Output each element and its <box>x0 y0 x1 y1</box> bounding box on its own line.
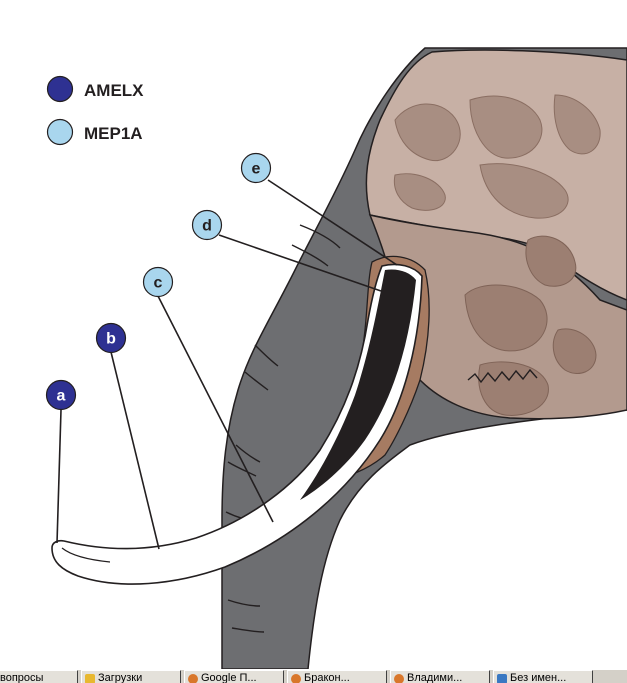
legend: AMELX MEP1A <box>46 75 144 146</box>
marker-a: a <box>45 379 77 411</box>
marker-c-circle <box>142 266 174 298</box>
taskbar-button-vladimir[interactable]: Владими... <box>390 670 490 683</box>
elephant-tusk-diagram: a b c d e AMELX MEP1A <box>45 47 627 669</box>
marker-d-circle <box>191 209 223 241</box>
leader-lines <box>56 179 398 550</box>
marker-a-label: a <box>57 388 66 405</box>
skull-sinus-details <box>393 94 601 219</box>
taskbar-button-questions[interactable]: вопросы <box>0 670 78 683</box>
jaw-bone-details <box>464 235 597 416</box>
marker-b-label: b <box>106 331 116 348</box>
legend-swatch-mep1a <box>46 118 74 146</box>
taskbar-button-label: Google П... <box>201 672 257 683</box>
marker-e: e <box>240 152 272 184</box>
browser-icon <box>291 674 301 683</box>
marker-c: c <box>142 266 174 298</box>
taskbar-button-brakon[interactable]: Бракон... <box>287 670 387 683</box>
browser-icon <box>188 674 198 683</box>
taskbar: вопросы Загрузки Google П... Бракон... В… <box>0 669 627 683</box>
browser-icon <box>394 674 404 683</box>
legend-swatch-amelx <box>46 75 74 103</box>
legend-label-mep1a: MEP1A <box>84 124 143 143</box>
taskbar-button-label: вопросы <box>0 672 44 683</box>
marker-e-label: e <box>252 161 261 178</box>
tusk-pulp-cavity <box>300 269 416 500</box>
legend-item-amelx: AMELX <box>46 75 144 103</box>
legend-item-mep1a: MEP1A <box>46 118 143 146</box>
folder-icon <box>85 674 95 683</box>
taskbar-button-label: Загрузки <box>98 672 143 683</box>
marker-a-circle <box>45 379 77 411</box>
tusk-tip-inner-line <box>61 547 111 563</box>
document-icon <box>497 674 507 683</box>
marker-d-label: d <box>202 218 212 235</box>
marker-b-circle <box>95 322 127 354</box>
marker-c-label: c <box>154 275 163 292</box>
taskbar-button-label: Без имен... <box>510 672 567 683</box>
marker-b: b <box>95 322 127 354</box>
taskbar-button-untitled[interactable]: Без имен... <box>493 670 593 683</box>
jaw-joint <box>467 368 538 384</box>
legend-label-amelx: AMELX <box>84 81 144 100</box>
marker-e-circle <box>240 152 272 184</box>
taskbar-button-google[interactable]: Google П... <box>184 670 284 683</box>
taskbar-button-downloads[interactable]: Загрузки <box>81 670 181 683</box>
marker-d: d <box>191 209 223 241</box>
taskbar-button-label: Владими... <box>407 672 463 683</box>
taskbar-button-label: Бракон... <box>304 672 350 683</box>
